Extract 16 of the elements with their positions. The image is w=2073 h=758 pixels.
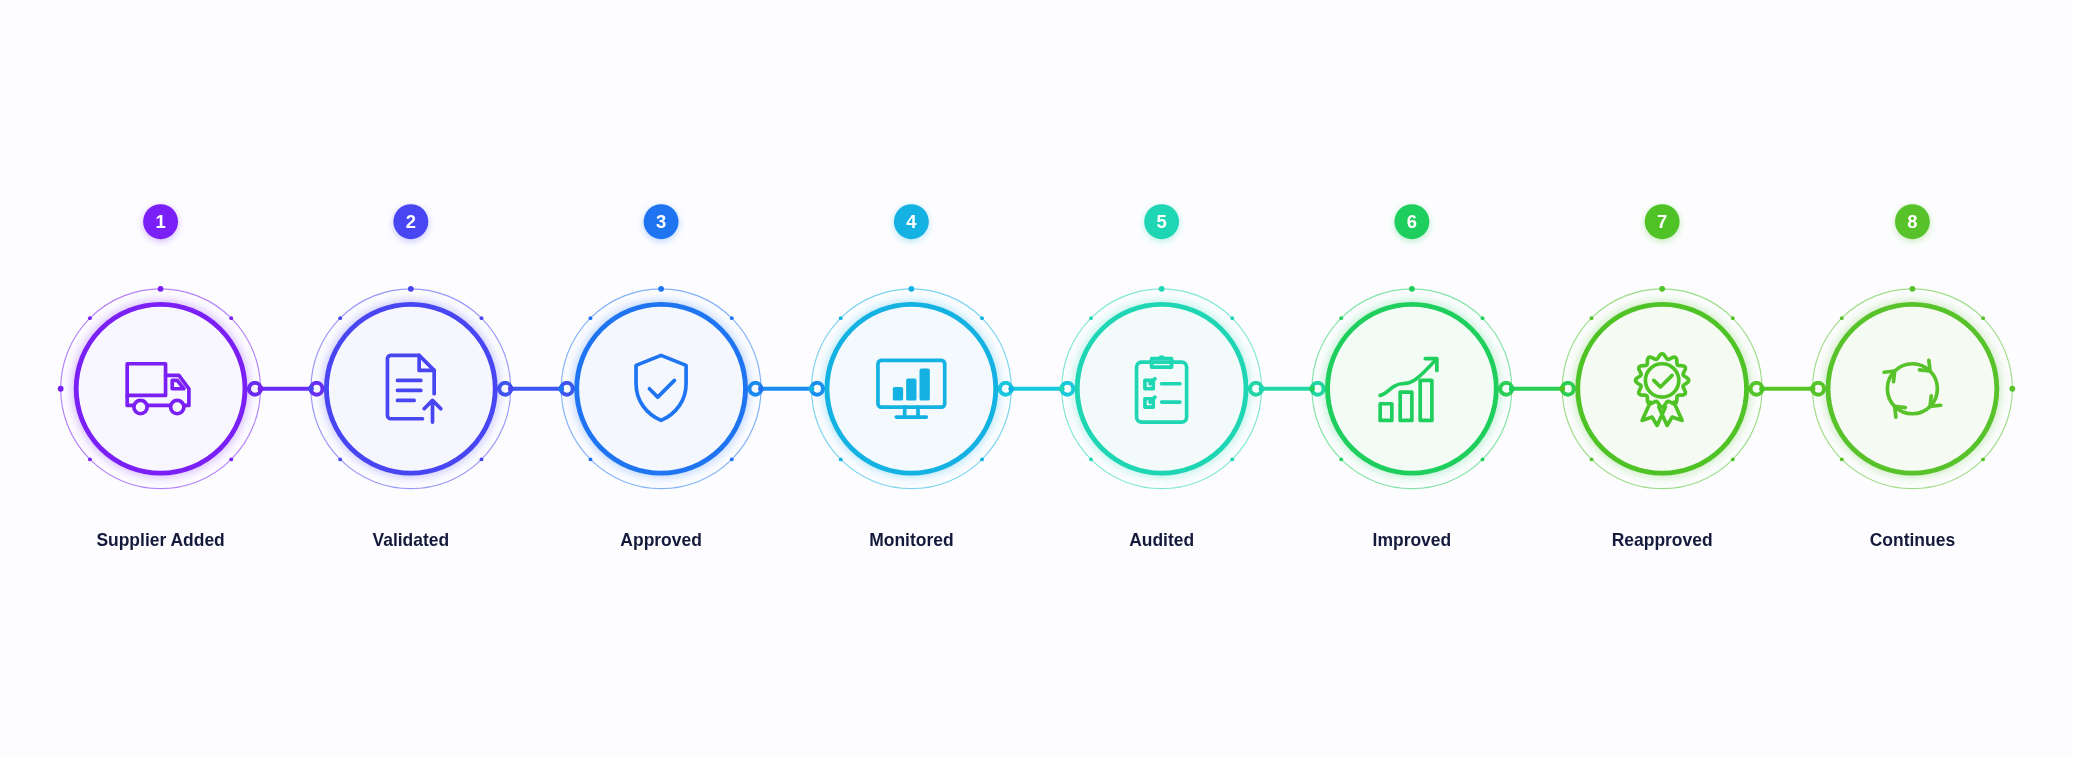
step-number-badge: 7 — [1644, 204, 1680, 240]
step-label: Audited — [1129, 530, 1195, 550]
step-number-badge: 5 — [1144, 204, 1180, 240]
step-number-badge: 8 — [1894, 204, 1930, 240]
step-number-badge: 1 — [143, 204, 179, 240]
step-number-badge: 3 — [643, 204, 679, 240]
step-label: Continues — [1869, 530, 1956, 550]
step-label: Validated — [372, 530, 450, 550]
step-label: Reapproved — [1611, 530, 1713, 550]
step-label: Approved — [620, 530, 702, 550]
step-label: Monitored — [869, 530, 954, 550]
step-number-badge: 4 — [893, 204, 929, 240]
step-label: Supplier Added — [96, 530, 225, 550]
step-number-badge: 6 — [1394, 204, 1430, 240]
step-number-badge: 2 — [393, 204, 429, 240]
step-label: Improved — [1372, 530, 1452, 550]
